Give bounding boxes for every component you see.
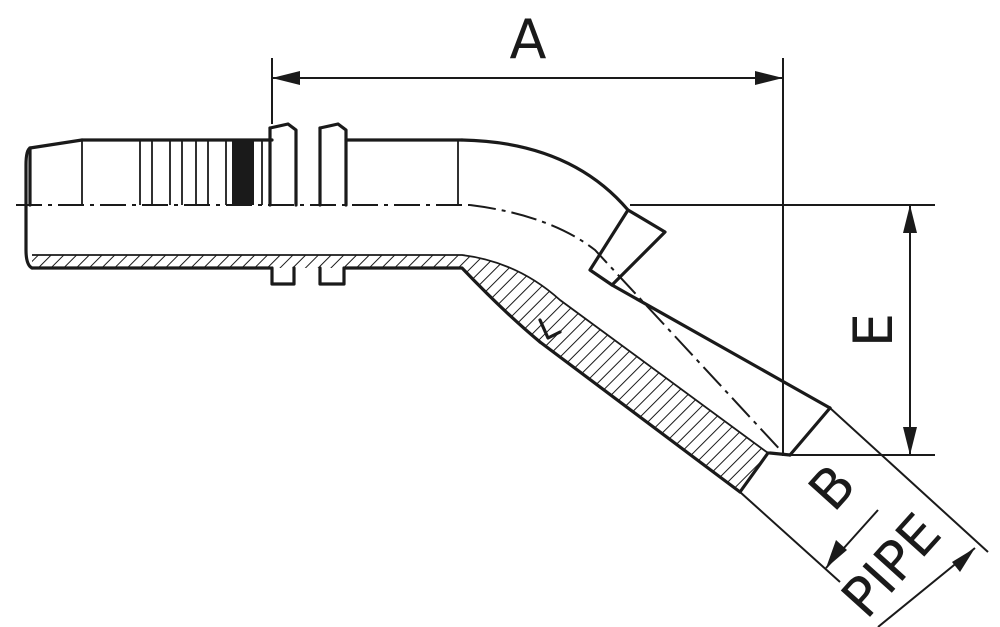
label-e: E: [842, 313, 905, 347]
center-line: [16, 204, 786, 456]
label-a: A: [510, 8, 547, 71]
knurl-band: [232, 140, 254, 205]
dimension-e: [630, 204, 935, 456]
dimension-a: [271, 58, 784, 456]
fitting-outline: [24, 138, 832, 494]
dimension-b: [739, 491, 879, 583]
hatched-wall: [32, 255, 768, 492]
hose-barbs: [81, 140, 459, 205]
nut-flanges: [268, 122, 348, 286]
label-pipe: PIPE: [829, 502, 953, 627]
dimension-pipe: [829, 407, 989, 627]
label-b: B: [796, 453, 868, 523]
